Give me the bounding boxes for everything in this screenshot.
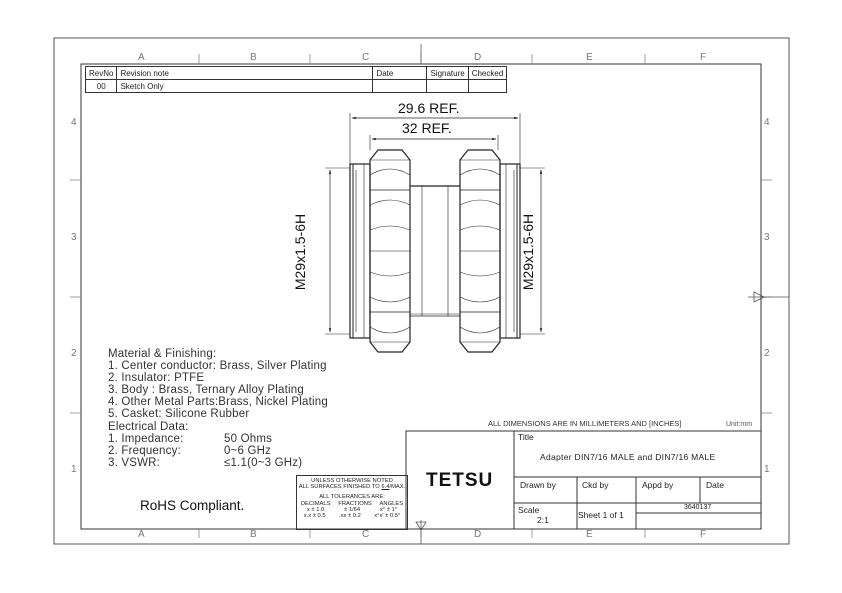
tolerance-headers: DECIMALS FRACTIONS ANGLES xyxy=(297,501,407,507)
scale-value: 2:1 xyxy=(537,515,549,525)
grid-row-2-right: 2 xyxy=(764,348,770,359)
material-item: 2. Insulator: PTFE xyxy=(108,372,205,385)
grid-row-1-left: 1 xyxy=(71,464,77,475)
electrical-item: 3. VSWR: ≤1.1(0~3 GHz) xyxy=(108,457,328,469)
tol-cell: .xx ± 0.2 xyxy=(338,513,361,520)
tolerance-row1: x ± 1.0 ± 1/64 x° ± 1° xyxy=(297,507,407,513)
electrical-label: 1. Impedance: xyxy=(108,432,184,445)
adapter-drawing xyxy=(325,113,545,353)
tol-cell: x.x ± 0.5 xyxy=(303,513,326,520)
grid-row-3-left: 3 xyxy=(71,232,77,243)
grid-col-c-top: C xyxy=(362,52,370,63)
material-item: 1. Center conductor: Brass, Silver Plati… xyxy=(108,360,327,373)
rev-cell-revno: 00 xyxy=(84,79,118,93)
tol-header: FRACTIONS xyxy=(338,500,372,507)
electrical-value: 50 Ohms xyxy=(224,432,273,445)
notes-block: Material & Finishing: 1. Center conducto… xyxy=(108,348,328,469)
revision-table: RevNo Revision note Date Signature Check… xyxy=(84,66,508,93)
grid-col-d-top: D xyxy=(474,52,482,63)
grid-col-e-bottom: E xyxy=(586,529,593,540)
unit-label: Unit:mm xyxy=(726,421,753,428)
grid-row-4-left: 4 xyxy=(71,117,77,128)
grid-col-b-top: B xyxy=(250,52,257,63)
material-title: Material & Finishing: xyxy=(108,348,217,360)
material-item: 4. Other Metal Parts:Brass, Nickel Plati… xyxy=(108,396,328,409)
tol-cell: ± 1/64 xyxy=(344,506,361,513)
tol-header: DECIMALS xyxy=(300,500,331,507)
dim-hex-width: 32 REF. xyxy=(402,120,452,136)
material-item: 5. Casket: Silicone Rubber xyxy=(108,408,250,421)
grid-row-2-left: 2 xyxy=(71,348,77,359)
tolerance-line3: ALL TOLERANCES ARE: xyxy=(319,494,385,501)
units-note: ALL DIMENSIONS ARE IN MILLIMETERS AND [I… xyxy=(488,419,682,428)
finish-value: 6.4 xyxy=(381,484,390,491)
grid-col-e-top: E xyxy=(586,52,593,63)
electrical-value: ≤1.1(0~3 GHz) xyxy=(224,456,303,469)
rev-cell-note: Sketch Only xyxy=(116,79,374,93)
drawn-by-label: Drawn by xyxy=(520,480,556,490)
rev-cell-signature xyxy=(426,79,469,93)
dim-overall-width: 29.6 REF. xyxy=(398,100,460,116)
appd-by-label: Appd by xyxy=(642,480,674,490)
tolerance-block: UNLESS OTHERWISE NOTED ALL SURFACES FINI… xyxy=(296,475,408,530)
ckd-by-label: Ckd by xyxy=(582,480,609,490)
grid-row-3-right: 3 xyxy=(764,232,770,243)
grid-col-b-bottom: B xyxy=(250,529,257,540)
tol-cell: x ± 1.0 xyxy=(306,506,325,513)
electrical-label: 2. Frequency: xyxy=(108,444,181,457)
electrical-item: 2. Frequency: 0~6 GHz xyxy=(108,445,328,457)
tolerance-line2-row: ALL SURFACES FINISHED TO 6.4/MAX. xyxy=(297,484,407,490)
grid-row-4-right: 4 xyxy=(764,117,770,128)
rohs-note: RoHS Compliant. xyxy=(140,498,245,513)
drawing-title: Adapter DIN7/16 MALE and DIN7/16 MALE xyxy=(540,452,716,462)
tolerance-line1: UNLESS OTHERWISE NOTED xyxy=(311,478,393,484)
material-item: 3. Body : Brass, Ternary Alloy Plating xyxy=(108,384,304,397)
sheet-number: Sheet 1 of 1 xyxy=(578,510,624,520)
tol-cell: x°x' ± 0.5° xyxy=(374,513,401,520)
electrical-item: 1. Impedance: 50 Ohms xyxy=(108,433,328,445)
electrical-value: 0~6 GHz xyxy=(224,444,272,457)
date-label: Date xyxy=(706,480,724,490)
grid-col-f-bottom: F xyxy=(700,529,707,540)
grid-col-c-bottom: C xyxy=(362,529,370,540)
grid-col-d-bottom: D xyxy=(474,529,482,540)
tol-header: ANGLES xyxy=(379,500,404,507)
electrical-title: Electrical Data: xyxy=(108,420,189,433)
electrical-label: 3. VSWR: xyxy=(108,456,161,469)
tolerance-line2: ALL SURFACES FINISHED TO xyxy=(298,484,380,491)
grid-col-a-bottom: A xyxy=(138,529,145,540)
grid-row-1-right: 1 xyxy=(764,464,770,475)
scale-label: Scale xyxy=(518,505,540,515)
grid-col-a-top: A xyxy=(138,52,145,63)
tolerance-row2: x.x ± 0.5 .xx ± 0.2 x°x' ± 0.5° xyxy=(297,513,407,519)
title-label: Title xyxy=(518,432,534,442)
drawing-number: 3640137 xyxy=(684,504,712,511)
finish-suffix: /MAX. xyxy=(389,484,406,491)
grid-col-f-top: F xyxy=(700,52,707,63)
company-logo: TETSU xyxy=(426,470,494,491)
rev-cell-checked xyxy=(467,79,508,93)
tol-cell: x° ± 1° xyxy=(379,506,398,513)
